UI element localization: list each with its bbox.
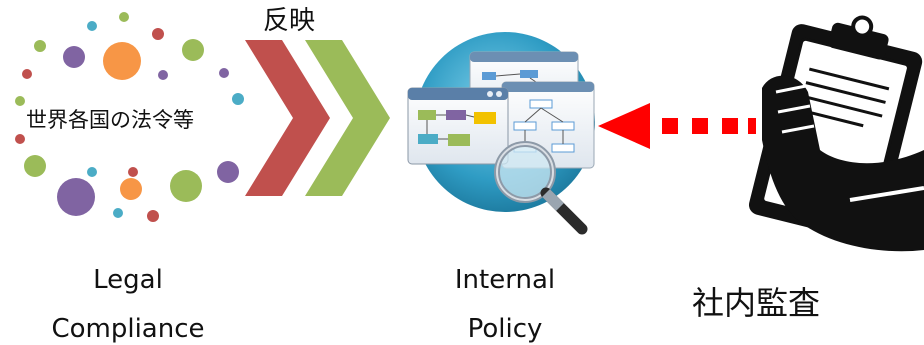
arrow-dash [722,118,738,134]
internal-policy-line2: Policy [467,314,543,344]
internal-policy-line1: Internal [454,265,556,295]
cloud-dot [57,178,95,216]
chevron-arrow-icon [245,40,390,196]
dotted-arrow-icon [598,103,756,149]
cloud-dot [22,69,32,79]
cloud-dot [63,46,85,68]
cloud-dot [34,40,46,52]
cloud-dot [170,170,202,202]
magnifier-icon [494,141,588,235]
cloud-dot [232,93,244,105]
cloud-dot [87,21,97,31]
cloud-dot [182,39,204,61]
cloud-dot [113,208,123,218]
cloud-dot [15,96,25,106]
document-window-front [407,87,509,165]
legal-compliance-line1: Legal [93,265,163,295]
cloud-dot [219,68,229,78]
policy-documents-icon [407,32,595,235]
cloud-dot [24,155,46,177]
arrow-dash [748,118,756,134]
cloud-dot [120,178,142,200]
cloud-dot [128,167,138,177]
clipboard-hand-icon [748,15,924,252]
world-laws-label: 世界各国の法令等 [26,108,194,132]
chevron-green [305,40,390,196]
cloud-dot [15,134,25,144]
reflect-label: 反映 [263,6,316,36]
internal-audit-label: 社内監査 [692,284,821,322]
cloud-dot [158,70,168,80]
arrow-dash [692,118,708,134]
hand-shape [762,75,924,252]
cloud-dot [119,12,129,22]
arrow-dash [662,118,678,134]
dot-cloud [15,12,244,222]
cloud-dot [87,167,97,177]
arrow-head [598,103,650,149]
legal-compliance-line2: Compliance [51,314,205,344]
clipboard-clip [828,22,889,60]
cloud-dot [217,161,239,183]
cloud-dot [103,42,141,80]
cloud-dot [147,210,159,222]
chevron-red [245,40,330,196]
cloud-dot [152,28,164,40]
